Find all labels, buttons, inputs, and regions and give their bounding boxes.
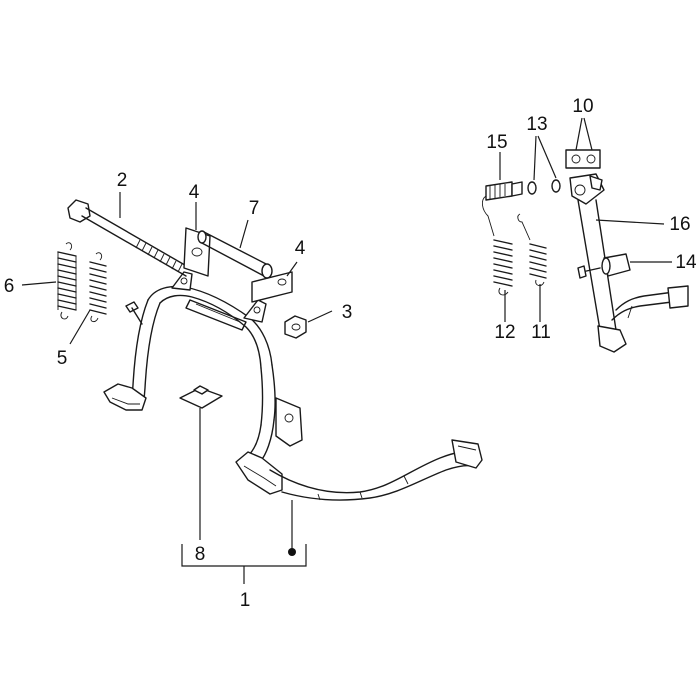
callout-2: 2 <box>117 170 128 191</box>
pin <box>125 301 143 325</box>
callout-labels: 2 4 7 4 3 6 5 8 1 15 13 10 16 14 12 11 <box>4 96 697 611</box>
bolt-part-2 <box>67 199 191 277</box>
spring-part-11 <box>517 213 547 287</box>
callout-11: 11 <box>531 322 551 343</box>
callout-7: 7 <box>249 198 260 219</box>
spring-part-12 <box>481 195 513 296</box>
callout-3: 3 <box>342 302 353 323</box>
callout-13: 13 <box>526 114 547 135</box>
bolt-part-15 <box>485 181 523 201</box>
callout-6: 6 <box>4 276 15 297</box>
spring-part-5 <box>89 252 107 323</box>
sleeve-part-7 <box>197 230 273 279</box>
plate-part-10 <box>565 149 601 169</box>
callout-14: 14 <box>675 252 697 273</box>
callout-12: 12 <box>494 322 515 343</box>
callout-10: 10 <box>572 96 593 117</box>
callout-16: 16 <box>669 214 690 235</box>
callout-5: 5 <box>57 348 68 369</box>
center-stand <box>103 271 483 501</box>
pad-part-8 <box>179 385 223 409</box>
callout-4-lower: 4 <box>295 238 306 259</box>
washers-part-13 <box>527 179 561 195</box>
side-stand-part-16 <box>569 173 689 353</box>
leader-dot <box>288 548 296 556</box>
callout-1: 1 <box>240 590 251 611</box>
plate-part-4-lower <box>251 271 293 303</box>
callout-4-upper: 4 <box>189 182 200 203</box>
spring-part-6 <box>57 242 77 320</box>
stopper-part-14 <box>577 253 631 279</box>
nut-part-3 <box>284 315 307 339</box>
leader-lines <box>21 117 672 584</box>
callout-15: 15 <box>486 132 507 153</box>
callout-8: 8 <box>195 544 206 565</box>
